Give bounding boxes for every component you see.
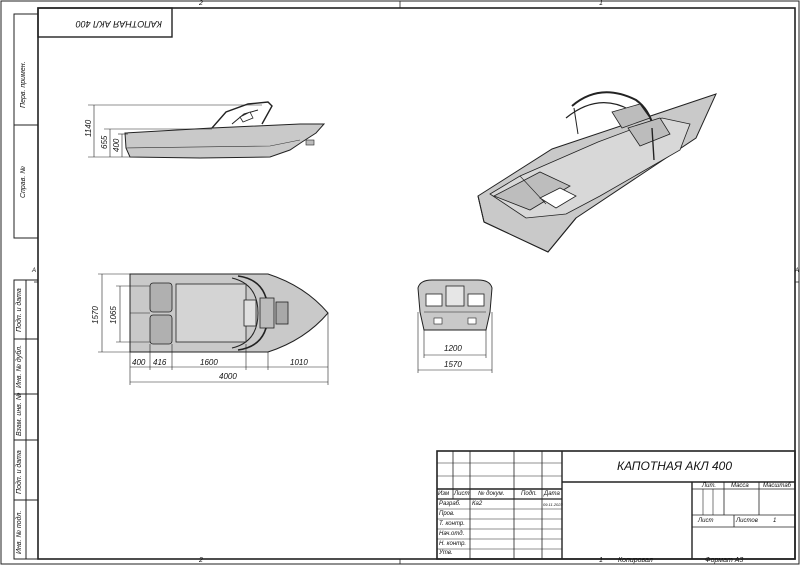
tb-col-data: Дата [544, 491, 560, 497]
dim-1600: 1600 [200, 358, 218, 367]
tb-row-nach-otd: Нач.отд. [439, 531, 465, 537]
rear-view [417, 279, 493, 373]
strip-inv-podl: Инв. № подл. [16, 510, 23, 554]
dim-4000: 4000 [219, 372, 237, 381]
tb-row-razrab: Разраб. [439, 501, 461, 507]
side-view [88, 101, 326, 159]
tb-razrab-name: Ка2 [472, 501, 483, 507]
dim-1570-rear: 1570 [444, 360, 462, 369]
dim-1200: 1200 [444, 344, 462, 353]
tb-lit: Лит. [702, 483, 717, 489]
tb-razrab-date: 09.11.2023 [543, 502, 563, 507]
strip-podp-data-1: Подп. и дата [16, 288, 23, 332]
tb-masshtab: Масштаб [763, 483, 792, 489]
top-view [98, 273, 329, 385]
tb-col-podp: Подп. [521, 491, 537, 497]
zone-side-left: A [32, 268, 37, 274]
isometric-view [477, 91, 717, 253]
dim-416: 416 [153, 358, 167, 367]
strip-inv-dubl: Инв. № дубл. [16, 344, 23, 388]
tb-format: Формат А3 [705, 557, 744, 564]
tb-kopiroval: Копировал [618, 557, 653, 564]
tb-row-prov: Пров. [439, 511, 455, 517]
zone-side-right: A [795, 268, 800, 274]
tb-row-nkontr: Н. контр. [439, 541, 467, 547]
zone-top-left: 2 [199, 0, 203, 7]
zone-bottom-left: 2 [199, 557, 203, 564]
dim-1010: 1010 [290, 358, 308, 367]
mirrored-code: КАПОТНАЯ АКЛ 400 [75, 19, 162, 29]
dim-400-h: 400 [112, 138, 121, 152]
tb-col-dokum: № докум. [478, 491, 505, 497]
side-strip [13, 13, 39, 560]
dim-655: 655 [100, 135, 109, 149]
dim-1065: 1065 [109, 306, 118, 324]
strip-vzam-inv: Взам. инв. № [16, 392, 23, 436]
strip-sprav-no: Справ. № [20, 166, 27, 198]
tb-listov: Листов [736, 518, 758, 524]
tb-col-list: Лист [454, 491, 470, 497]
dim-400-l: 400 [132, 358, 146, 367]
tb-row-tkontr: Т. контр. [439, 521, 465, 527]
tb-massa: Масса [731, 483, 749, 489]
tb-col-izm: Изм [438, 491, 450, 497]
tb-row-utv: Утв. [439, 550, 453, 556]
tb-listov-value: 1 [773, 518, 777, 524]
title-block [436, 450, 796, 560]
zone-bottom-right: 1 [599, 557, 603, 564]
drawing-title: КАПОТНАЯ АКЛ 400 [617, 459, 733, 473]
strip-perv-primen: Перв. примен. [20, 61, 27, 108]
tb-list: Лист [698, 518, 714, 524]
dim-1140: 1140 [84, 119, 93, 137]
zone-top-right: 1 [599, 0, 603, 7]
dim-1570-top: 1570 [91, 306, 100, 324]
strip-podp-data-2: Подп. и дата [16, 450, 23, 494]
